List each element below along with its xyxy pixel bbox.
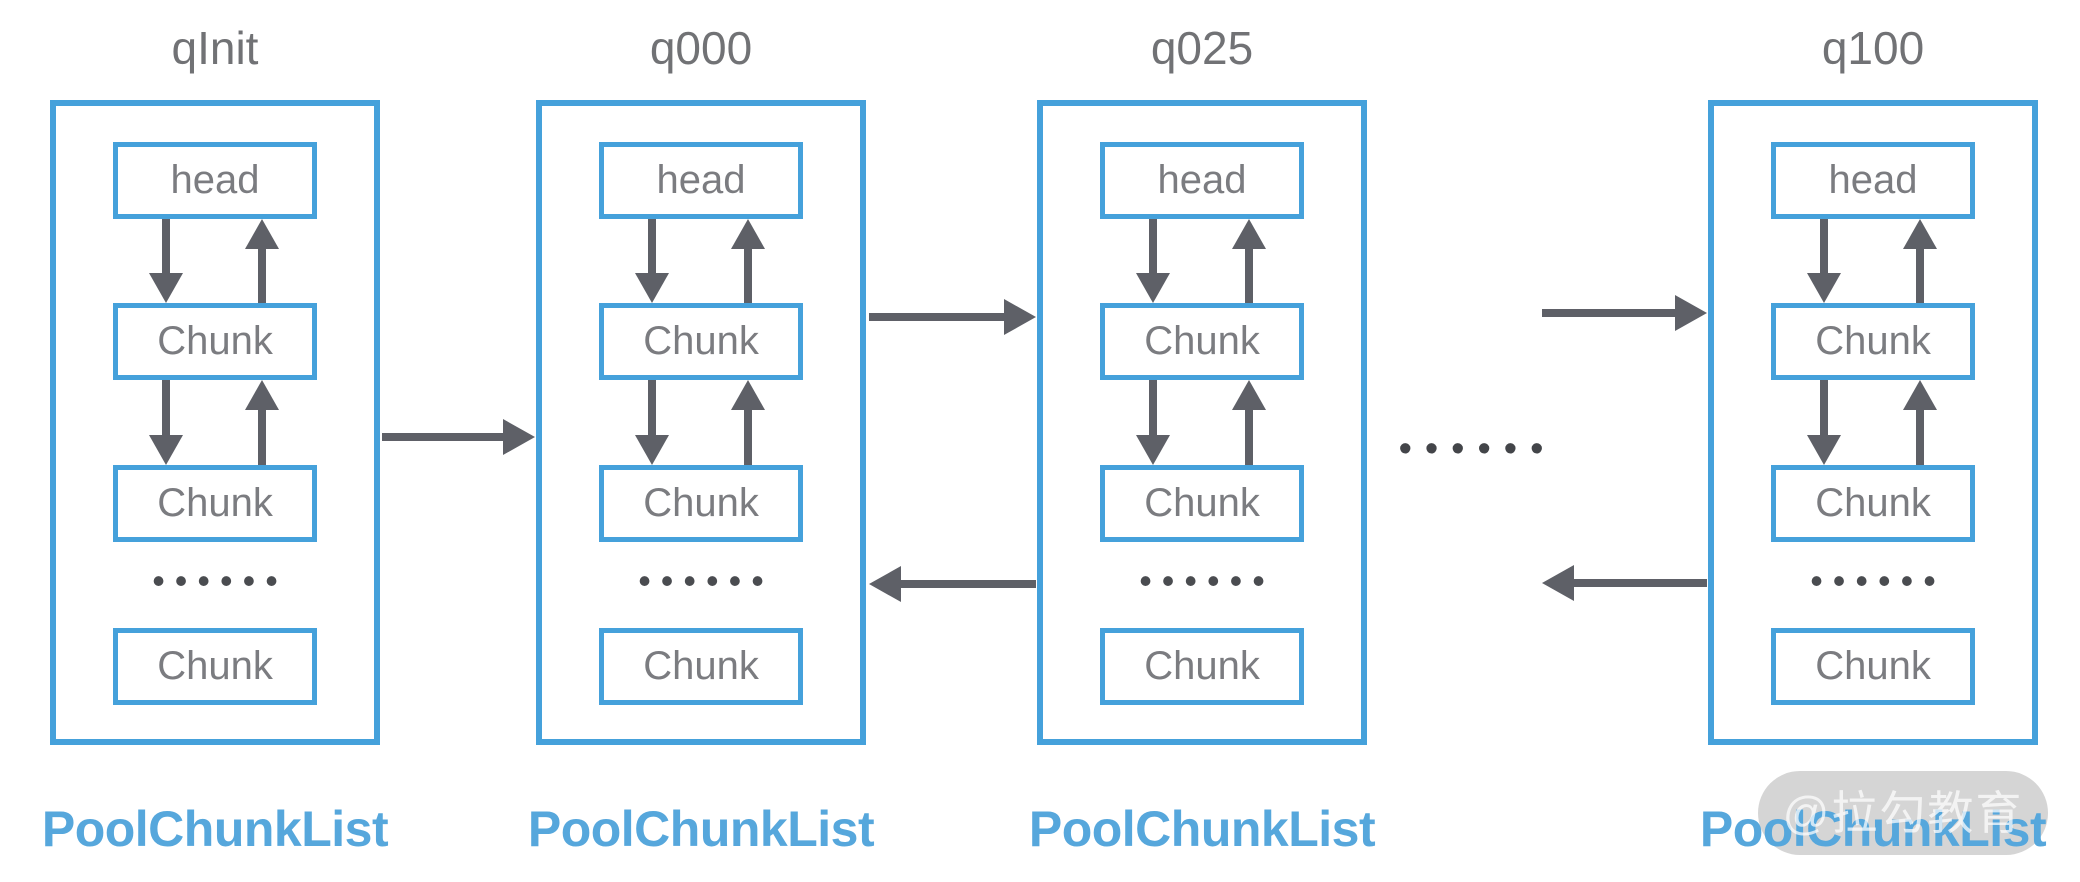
ellipsis-dots: •••••• (1810, 560, 1946, 601)
up-arrow (245, 219, 279, 303)
queue-column-q100: q100 head Chunk Chunk •••••• Chunk PoolC… (1700, 0, 2047, 882)
ellipsis-dots: •••••• (638, 560, 774, 601)
head-node: head (599, 142, 803, 219)
chunk-node: Chunk (113, 628, 317, 705)
flow-arrow-to-q100 (1542, 295, 1707, 331)
gap-ellipsis-dots: •••••• (1398, 428, 1557, 470)
up-arrow (1903, 380, 1937, 465)
head-node: head (113, 142, 317, 219)
chunk-node: Chunk (1100, 303, 1304, 380)
ellipsis-dots: •••••• (152, 560, 288, 601)
chunk-node: Chunk (599, 303, 803, 380)
down-arrow (1136, 380, 1170, 465)
pool-chunk-list-label: PoolChunkList (41, 801, 389, 857)
queue-title: q100 (1821, 22, 1925, 74)
flow-arrow-qinit-to-q000 (382, 419, 535, 455)
watermark-pill (1758, 771, 2048, 855)
return-arrow-q025-to-q000 (869, 566, 1036, 602)
chunk-node: Chunk (113, 465, 317, 542)
up-arrow (245, 380, 279, 465)
return-arrow-from-q100 (1542, 565, 1707, 601)
queue-column-qinit: qInit head Chunk Chunk •••••• Chunk Pool… (42, 0, 389, 882)
up-arrow (1903, 219, 1937, 303)
ellipsis-dots: •••••• (1139, 560, 1275, 601)
down-arrow (1136, 219, 1170, 303)
chunk-node: Chunk (1771, 303, 1975, 380)
head-node: head (1100, 142, 1304, 219)
up-arrow (731, 380, 765, 465)
chunk-node: Chunk (1100, 465, 1304, 542)
up-arrow (1232, 219, 1266, 303)
head-node: head (1771, 142, 1975, 219)
chunk-node: Chunk (1771, 628, 1975, 705)
watermark-text: @拉勾教育 (1782, 787, 2024, 839)
down-arrow (149, 380, 183, 465)
down-arrow (1807, 219, 1841, 303)
queue-column-q000: q000 head Chunk Chunk •••••• Chunk PoolC… (528, 0, 875, 882)
queue-title: q000 (649, 22, 753, 74)
queue-title: q025 (1150, 22, 1254, 74)
down-arrow (635, 380, 669, 465)
chunk-node: Chunk (1100, 628, 1304, 705)
pool-chunk-list-label: PoolChunkList (527, 801, 875, 857)
queue-title: qInit (171, 22, 259, 74)
up-arrow (1232, 380, 1266, 465)
down-arrow (635, 219, 669, 303)
queue-column-q025: q025 head Chunk Chunk •••••• Chunk PoolC… (1029, 0, 1376, 882)
down-arrow (149, 219, 183, 303)
chunk-node: Chunk (1771, 465, 1975, 542)
chunk-node: Chunk (599, 465, 803, 542)
down-arrow (1807, 380, 1841, 465)
chunk-node: Chunk (113, 303, 317, 380)
flow-arrow-q000-to-q025 (869, 299, 1036, 335)
pool-chunk-list-label: PoolChunkList (1699, 801, 2047, 857)
chunk-node: Chunk (599, 628, 803, 705)
up-arrow (731, 219, 765, 303)
pool-chunk-list-label: PoolChunkList (1028, 801, 1376, 857)
